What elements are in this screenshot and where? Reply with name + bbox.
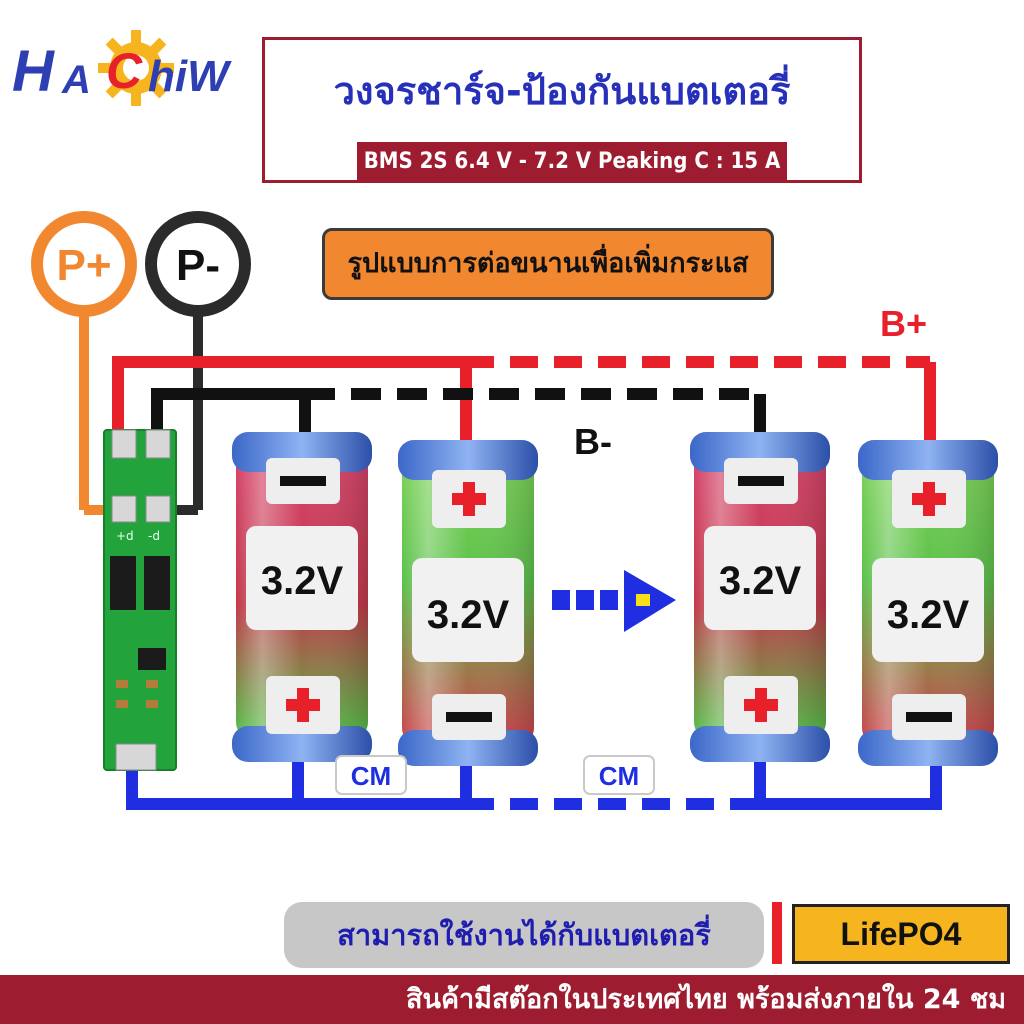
cm-wire — [126, 760, 942, 810]
arrow-right-icon — [552, 570, 676, 632]
connection-type-label: รูปแบบการต่อขนานเพื่อเพิ่มกระแส — [322, 228, 774, 300]
spec-banner: BMS 2S 6.4 V - 7.2 V Peaking C : 15 A — [357, 142, 787, 182]
battery-cell-4: 3.2V — [858, 440, 998, 766]
board-label-minus-d: -d — [148, 529, 160, 543]
cell-4-voltage: 3.2V — [887, 593, 970, 637]
compatibility-label: สามารถใช้งานได้กับแบตเตอรี่ — [284, 902, 764, 968]
battery-type-badge: LifePO4 — [792, 904, 1010, 964]
b-plus-label: B+ — [880, 303, 927, 344]
cell-2-voltage: 3.2V — [427, 593, 510, 637]
divider — [772, 902, 782, 964]
battery-cell-2: 3.2V — [398, 440, 538, 766]
cm-label-left: CM — [351, 761, 391, 791]
brand-logo: H A C hiW — [12, 28, 242, 118]
cm-label-right-box: CM — [583, 755, 655, 795]
p-minus-label: P- — [176, 241, 220, 290]
b-plus-wire — [112, 356, 936, 440]
logo-letters-hiw: hiW — [148, 52, 229, 101]
bms-board: +d -d — [103, 429, 177, 771]
board-label-plus-d: +d — [116, 529, 134, 543]
battery-cell-3: 3.2V — [690, 432, 830, 762]
p-minus-terminal: P- — [145, 211, 251, 515]
gear-icon — [98, 30, 174, 106]
logo-letter-a: A — [62, 58, 91, 102]
cm-label-left-box: CM — [335, 755, 407, 795]
p-plus-label: P+ — [56, 241, 111, 290]
cell-1-voltage: 3.2V — [261, 559, 344, 603]
cell-3-voltage: 3.2V — [719, 559, 802, 603]
cm-label-right: CM — [599, 761, 639, 791]
logo-letter-c: C — [106, 43, 143, 99]
battery-cell-1: 3.2V — [232, 432, 372, 762]
p-plus-terminal: P+ — [31, 211, 137, 515]
page-title: วงจรชาร์จ-ป้องกันแบตเตอรี่ — [333, 69, 791, 113]
b-minus-label: B- — [574, 421, 612, 462]
title-panel: วงจรชาร์จ-ป้องกันแบตเตอรี่ BMS 2S 6.4 V … — [262, 37, 862, 183]
b-minus-wire — [151, 388, 766, 440]
logo-letter-h: H — [12, 39, 54, 104]
stock-banner: สินค้ามีสต๊อกในประเทศไทย พร้อมส่งภายใน 2… — [0, 975, 1024, 1024]
